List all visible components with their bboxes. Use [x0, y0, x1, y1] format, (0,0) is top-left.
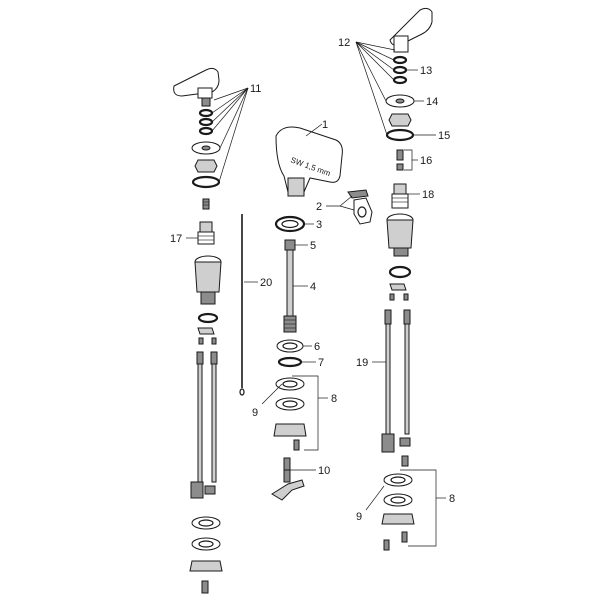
connector-screw	[283, 457, 291, 471]
left-mount-bracket	[189, 560, 223, 572]
spout-nipple	[284, 239, 296, 251]
left-cartridge-top	[199, 221, 213, 233]
left-mount-washer-1	[191, 516, 221, 530]
right-oring-2	[392, 65, 408, 75]
part-number-labels: 1 2 3 4 5 6 7 8 8 9 9 10 11 12 13 14 15 …	[170, 37, 455, 523]
left-oring-2	[198, 117, 214, 127]
spout-mount-washer-1	[275, 377, 305, 391]
right-small-nut	[396, 163, 404, 171]
right-lower-oring	[388, 265, 412, 279]
right-pin-a	[389, 293, 395, 301]
left-large-oring	[191, 175, 221, 189]
right-clip	[389, 283, 407, 291]
center-spout-assembly: SW 1,5 mm	[271, 126, 373, 501]
left-mount-washer-2	[191, 537, 221, 551]
right-large-oring	[385, 128, 415, 142]
right-pin-b	[403, 293, 409, 301]
right-mount-screw-b	[383, 539, 390, 551]
part-label-12: 12	[338, 37, 350, 49]
part-label-1: 1	[322, 119, 328, 131]
leader-lines	[186, 41, 446, 547]
part-label-13: 13	[420, 65, 432, 77]
right-valve-assembly	[381, 7, 433, 551]
left-nut	[194, 159, 218, 173]
right-supply-hoses	[381, 309, 411, 467]
part-label-18: 18	[422, 189, 434, 201]
part-label-8-right: 8	[449, 493, 455, 505]
right-mount-bracket	[381, 513, 415, 525]
part-label-2: 2	[316, 201, 322, 213]
left-supply-hoses	[190, 351, 218, 499]
left-housing-bottom	[200, 291, 216, 305]
part-label-9-right: 9	[356, 511, 362, 523]
part-label-9-center: 9	[252, 407, 258, 419]
left-lower-oring	[197, 312, 219, 324]
left-oring-1	[198, 108, 214, 118]
right-nut	[388, 113, 412, 127]
right-small-screw	[396, 149, 404, 161]
right-housing-body	[386, 219, 414, 249]
right-housing-bottom	[393, 247, 409, 257]
left-small-screw	[202, 198, 210, 210]
left-mount-screw	[201, 580, 209, 594]
left-oring-3	[198, 126, 214, 136]
spout-oring	[277, 356, 303, 368]
part-label-19: 19	[356, 357, 368, 369]
part-label-14: 14	[426, 96, 438, 108]
part-label-7: 7	[318, 357, 324, 369]
left-clip	[197, 327, 215, 335]
right-cartridge-body	[391, 193, 409, 209]
allen-key	[347, 189, 369, 199]
part-label-10: 10	[318, 465, 330, 477]
right-oring-3	[392, 75, 408, 85]
left-cartridge-body	[197, 231, 215, 245]
left-pin-a	[198, 337, 204, 345]
spout-mount-washer-2	[275, 397, 305, 411]
spout-threaded-rod	[286, 249, 294, 317]
left-disc-hole	[201, 145, 211, 151]
left-pin-b	[211, 337, 217, 345]
y-connector	[271, 479, 305, 501]
part-label-16: 16	[420, 155, 432, 167]
right-oring-1	[392, 55, 408, 65]
spout-mount-bracket	[273, 423, 307, 437]
part-label-4: 4	[310, 281, 316, 293]
left-handle-screw	[201, 97, 211, 107]
right-handle-neck	[393, 35, 409, 53]
spout-body	[275, 126, 343, 193]
spout-base	[287, 177, 305, 197]
part-label-15: 15	[438, 130, 450, 142]
right-mount-washer-2	[383, 493, 413, 507]
part-label-3: 3	[316, 219, 322, 231]
right-mount-screw-a	[401, 531, 408, 543]
spout-washer	[276, 339, 304, 353]
part-label-6: 6	[314, 341, 320, 353]
left-valve-assembly	[173, 67, 245, 594]
part-label-20: 20	[260, 277, 272, 289]
spout-mount-screw	[293, 439, 300, 451]
spout-gasket	[274, 215, 306, 233]
left-handle-neck	[197, 87, 213, 99]
right-cartridge-top	[393, 183, 407, 195]
part-label-5: 5	[310, 240, 316, 252]
left-housing-body	[194, 261, 222, 293]
part-label-8-center: 8	[331, 393, 337, 405]
right-mount-washer-1	[383, 473, 413, 487]
part-label-11: 11	[250, 83, 261, 95]
aerator-tool	[353, 197, 373, 225]
part-label-17: 17	[170, 233, 182, 245]
